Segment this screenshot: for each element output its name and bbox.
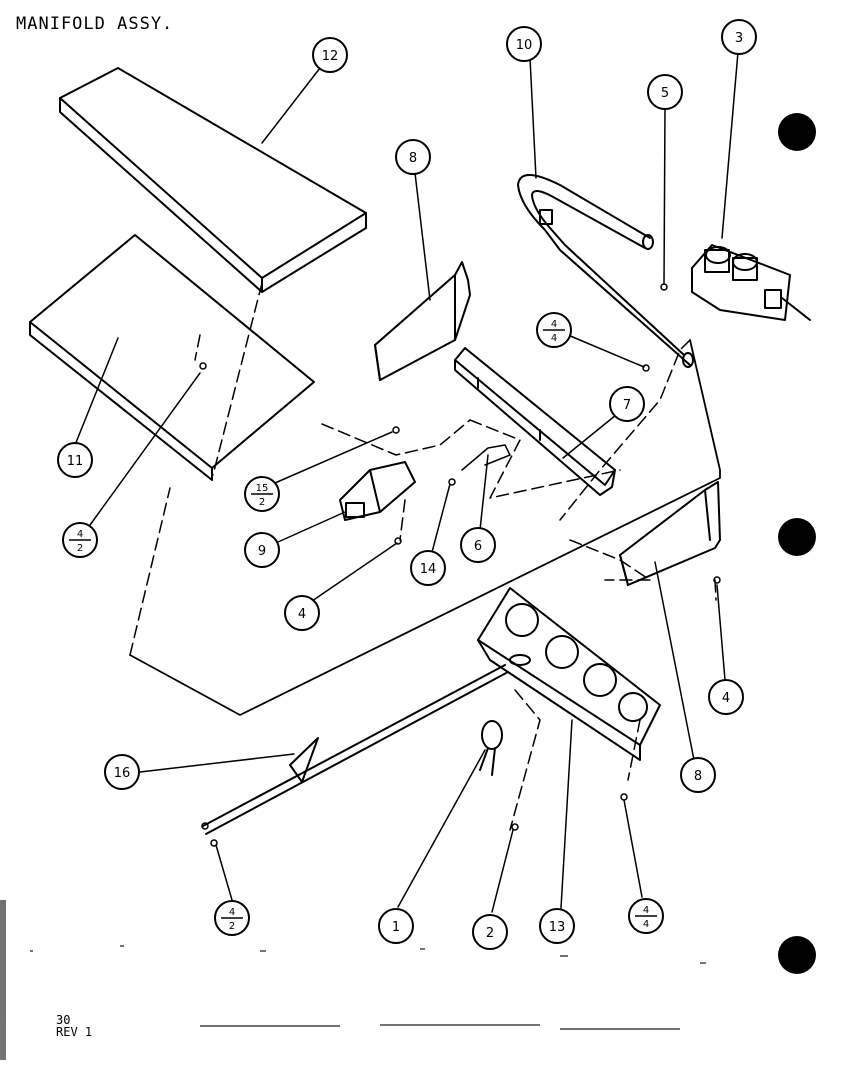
callout-number: 10 [516, 38, 533, 53]
callout-circle [284, 595, 320, 631]
page-number: 30 [56, 1013, 71, 1027]
callout-number: 2 [486, 926, 494, 941]
part-6-wire [461, 444, 511, 471]
callout-6: 6 [460, 527, 496, 563]
callout-circle [708, 679, 744, 715]
part-16-shield [202, 664, 509, 835]
callout-8-bottom: 8 [680, 757, 716, 793]
callout-circle [244, 532, 280, 568]
callout-number: 4 [722, 691, 730, 706]
callout-number: 12 [322, 49, 339, 64]
callout-circle [647, 74, 683, 110]
part-1-sensor [479, 720, 503, 776]
callout-circle [312, 37, 348, 73]
fraction-numerator: 4 [77, 529, 83, 540]
callout-number: 5 [661, 86, 669, 101]
callout-4-mid: 4 [284, 595, 320, 631]
callout-10: 10 [506, 26, 542, 62]
callout-circle [378, 908, 414, 944]
part-13-burner-box [477, 587, 661, 761]
callout-number: 1 [392, 920, 400, 935]
fraction-denominator: 2 [229, 921, 235, 932]
callout-4-right: 4 [708, 679, 744, 715]
callout-circle [410, 550, 446, 586]
callout-number: 11 [67, 454, 84, 469]
callout-circle [609, 386, 645, 422]
callout-8-top: 8 [395, 139, 431, 175]
callout-circle [57, 442, 93, 478]
callout-circle [539, 908, 575, 944]
registration-mark-bottom [778, 936, 816, 974]
fraction-numerator: 15 [256, 483, 269, 494]
callout-1: 1 [378, 908, 414, 944]
callout-number: 8 [409, 151, 417, 166]
part-9-igniter [339, 461, 416, 521]
part-3-gas-valve [691, 244, 811, 321]
callout-circle [460, 527, 496, 563]
callout-number: 6 [474, 539, 482, 554]
callout-number: 3 [735, 31, 743, 46]
fraction-denominator: 2 [77, 543, 83, 554]
callout-circle [506, 26, 542, 62]
callout-circle [721, 19, 757, 55]
scan-noise [0, 900, 706, 1060]
part-8-bracket-bottom [619, 481, 721, 586]
fraction-denominator: 4 [643, 919, 649, 930]
callout-7: 7 [609, 386, 645, 422]
callout-number: 16 [114, 766, 131, 781]
fraction-denominator: 2 [259, 497, 265, 508]
callout-5: 5 [647, 74, 683, 110]
fraction-callout-15-2: 152 [244, 476, 280, 512]
callout-14: 14 [410, 550, 446, 586]
callout-circle [395, 139, 431, 175]
callout-11: 11 [57, 442, 93, 478]
callout-circle [472, 914, 508, 950]
callout-number: 7 [623, 398, 631, 413]
fraction-numerator: 4 [643, 905, 649, 916]
registration-mark-middle [778, 518, 816, 556]
part-8-bracket-top [374, 261, 471, 381]
part-11-lower-panel [29, 234, 315, 481]
callout-9: 9 [244, 532, 280, 568]
callout-number: 9 [258, 544, 266, 559]
part-7-manifold-rail [454, 347, 616, 496]
callout-12: 12 [312, 37, 348, 73]
callout-number: 14 [420, 562, 437, 577]
callout-number: 8 [694, 769, 702, 784]
revision-label: REV 1 [56, 1025, 93, 1039]
callout-number: 4 [298, 607, 306, 622]
callout-number: 13 [549, 920, 566, 935]
callout-2: 2 [472, 914, 508, 950]
callout-circle [680, 757, 716, 793]
part-10-gas-pipe [517, 174, 694, 368]
registration-mark-top [778, 113, 816, 151]
diagram-title: MANIFOLD ASSY. [16, 14, 174, 34]
callout-16: 16 [104, 754, 140, 790]
screws [199, 283, 721, 847]
fraction-callout-4-2-left: 42 [62, 522, 98, 558]
fraction-callout-4-4-bottom: 44 [628, 898, 664, 934]
callout-circle [104, 754, 140, 790]
fraction-denominator: 4 [551, 333, 557, 344]
callout-3: 3 [721, 19, 757, 55]
fraction-numerator: 4 [229, 907, 235, 918]
callout-13: 13 [539, 908, 575, 944]
fraction-numerator: 4 [551, 319, 557, 330]
fraction-callout-4-2-bottom: 42 [214, 900, 250, 936]
fraction-callout-4-4-upper: 44 [536, 312, 572, 348]
page-footer: 30 REV 1 [56, 1014, 92, 1038]
